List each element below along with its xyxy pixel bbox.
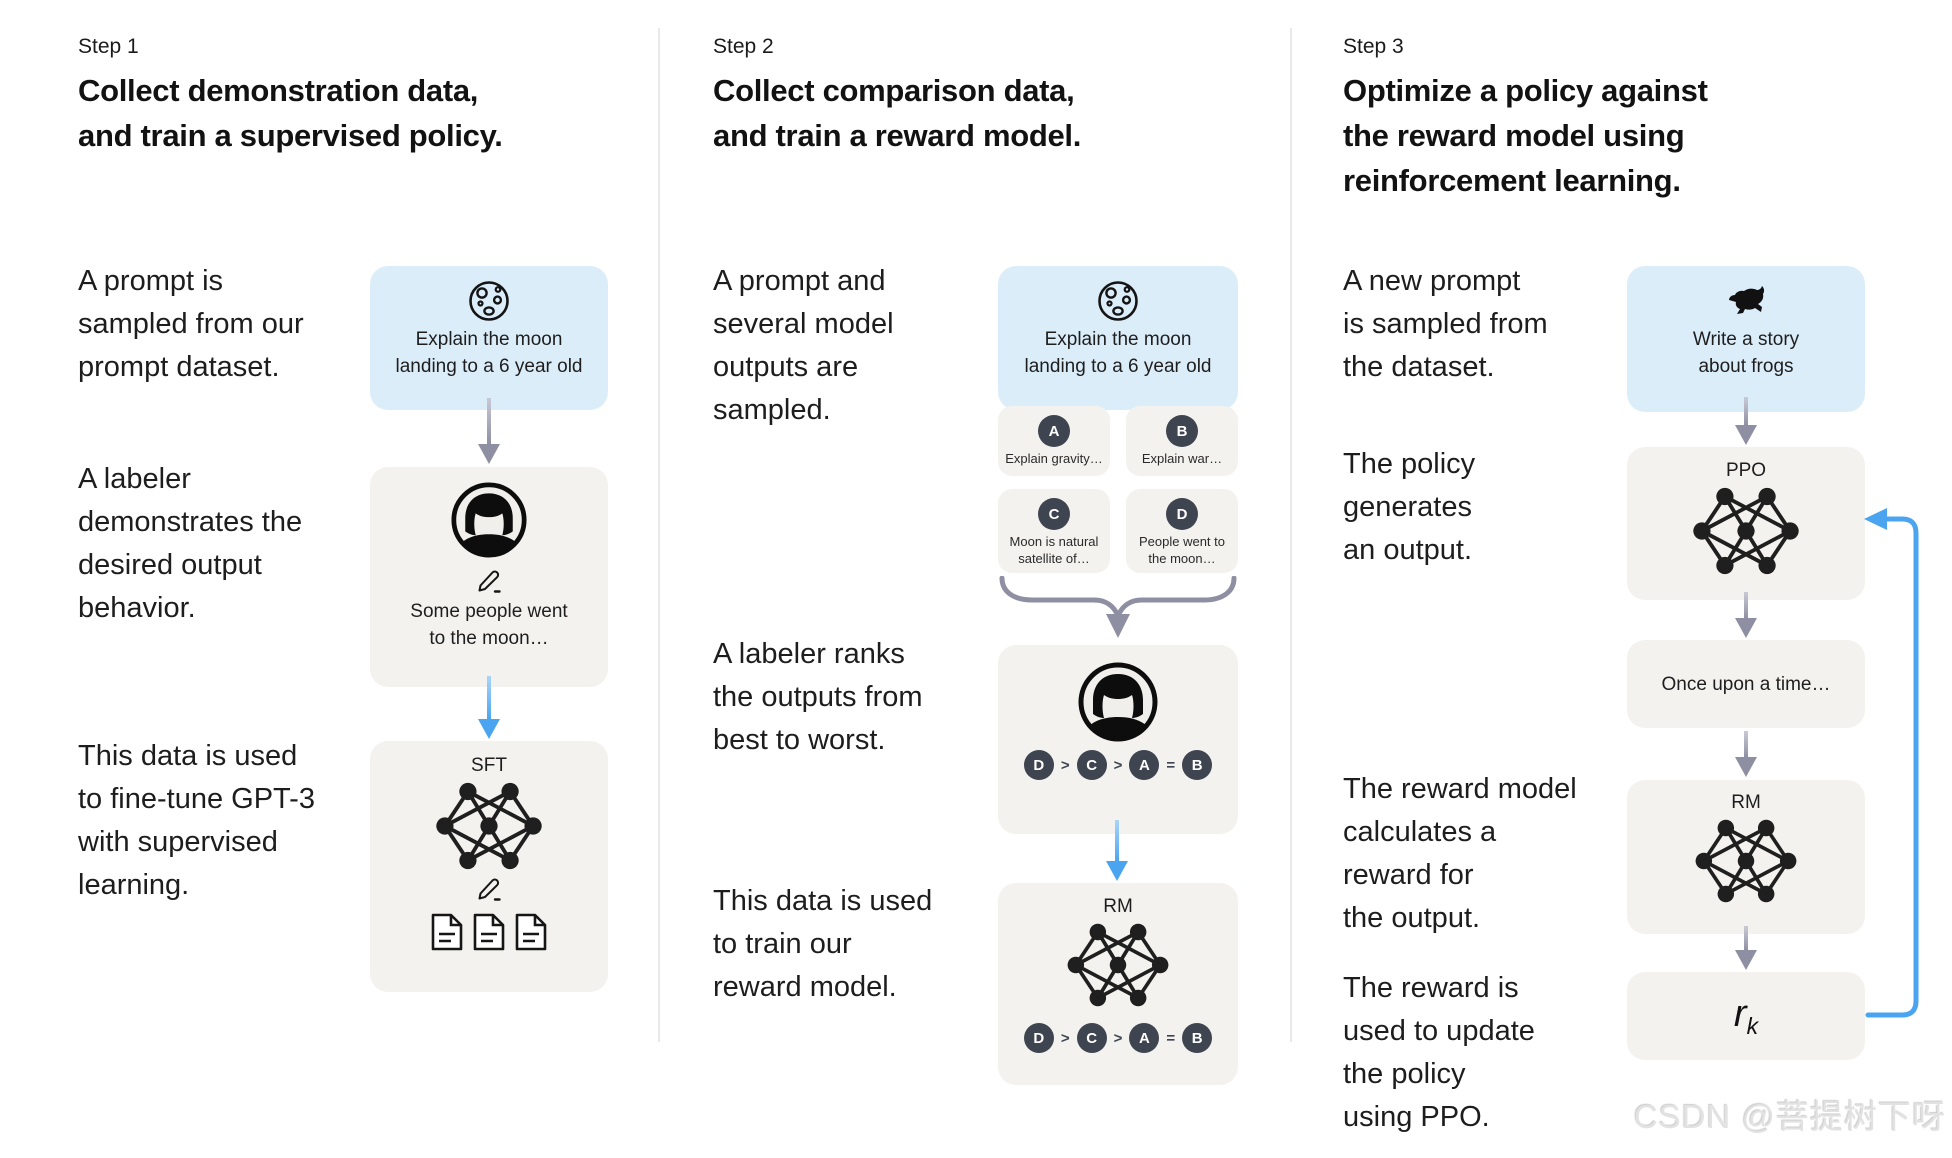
labeler-avatar-icon (1078, 662, 1158, 742)
arrow-down-icon (478, 398, 500, 464)
watermark: CSDN @菩提树下呀 (1633, 1098, 1946, 1135)
labeler-ranking-box: D > C > A = B (998, 645, 1238, 834)
output-cell-d: D People went to the moon… (1126, 489, 1238, 573)
annotation: The reward model calculates a reward for… (1343, 773, 1577, 934)
rank-operator: > (1060, 1029, 1070, 1047)
moon-icon (1098, 281, 1138, 321)
output-text: Explain war… (1141, 451, 1223, 466)
output-cell-b: B Explain war… (1126, 406, 1238, 476)
ranking-row: D > C > A = B (1023, 750, 1213, 780)
rank-operator: > (1113, 756, 1123, 774)
annotation: This data is used to fine-tune GPT-3 wit… (78, 740, 315, 901)
output-text: Once upon a time… (1661, 673, 1831, 695)
ranking-row: D > C > A = B (1023, 1023, 1213, 1053)
document-icon (431, 913, 463, 951)
labeler-box: Some people went to the moon… (370, 467, 608, 687)
arrow-down-icon (1735, 592, 1757, 638)
neural-network-icon (1693, 487, 1799, 575)
reward-model-box: RM (1627, 780, 1865, 934)
annotation: The policy generates an output. (1343, 448, 1476, 566)
labeler-avatar-icon (451, 482, 527, 558)
annotation: This data is used to train our reward mo… (713, 885, 933, 1003)
prompt-box: Explain the moon landing to a 6 year old (370, 266, 608, 410)
rank-operator: > (1113, 1029, 1123, 1047)
rank-letter: A (1129, 750, 1160, 780)
ppo-policy-box: PPO (1627, 447, 1865, 600)
output-letter: B (1166, 415, 1198, 447)
output-letter: C (1038, 498, 1070, 530)
pencil-icon (478, 878, 501, 901)
document-icon (515, 913, 547, 951)
document-icon (473, 913, 505, 951)
step-label: Step 1 (78, 35, 139, 58)
moon-icon (469, 281, 509, 321)
output-letter: A (1038, 415, 1070, 447)
rank-letter: D (1023, 750, 1054, 780)
neural-network-icon (1067, 923, 1169, 1007)
rank-letter: A (1129, 1023, 1160, 1053)
prompt-box: Write a story about frogs (1627, 266, 1865, 412)
demonstration-text: Some people went to the moon… (410, 601, 568, 649)
neural-network-icon (1695, 819, 1797, 903)
prompt-text: Explain the moon landing to a 6 year old (1024, 329, 1212, 377)
step-label: Step 3 (1343, 35, 1404, 58)
output-cell-c: C Moon is natural satellite of… (998, 489, 1110, 573)
prompt-text: Explain the moon landing to a 6 year old (395, 329, 583, 377)
policy-output-box: Once upon a time… (1627, 640, 1865, 728)
output-cell-a: A Explain gravity… (998, 406, 1110, 476)
annotation: A new prompt is sampled from the dataset… (1343, 265, 1548, 383)
output-letter: D (1166, 498, 1198, 530)
step-label: Step 2 (713, 35, 774, 58)
neural-network-icon (436, 782, 542, 870)
annotation: A labeler ranks the outputs from best to… (713, 638, 923, 756)
pencil-icon (478, 570, 501, 593)
rank-operator: = (1166, 1029, 1176, 1047)
model-label: RM (1731, 792, 1761, 813)
annotation: A prompt is sampled from our prompt data… (78, 265, 304, 383)
arrow-down-icon (1735, 731, 1757, 777)
rank-letter: C (1076, 1023, 1107, 1053)
arrow-down-icon (1735, 926, 1757, 970)
rank-letter: B (1182, 750, 1213, 780)
documents-row (430, 912, 548, 952)
annotation: A labeler demonstrates the desired outpu… (78, 463, 303, 624)
reward-symbol: rk (1733, 992, 1759, 1039)
output-text: Moon is natural satellite of… (1009, 534, 1099, 566)
model-label: RM (1103, 896, 1133, 917)
output-text: People went to the moon… (1138, 534, 1225, 566)
rank-letter: D (1023, 1023, 1054, 1053)
arrow-down-icon (478, 676, 500, 739)
feedback-loop-arrow-icon (1864, 508, 1919, 1018)
step-title: Optimize a policy against the reward mod… (1343, 73, 1708, 198)
brace-merge-arrow-icon (999, 576, 1237, 638)
rank-letter: B (1182, 1023, 1213, 1053)
prompt-text: Write a story about frogs (1692, 329, 1800, 377)
rank-operator: > (1060, 756, 1070, 774)
reward-model-box: RM D > C > A (998, 883, 1238, 1085)
rank-letter: C (1076, 750, 1107, 780)
sft-model-box: SFT (370, 741, 608, 992)
prompt-box: Explain the moon landing to a 6 year old (998, 266, 1238, 410)
output-text: Explain gravity… (1005, 451, 1103, 466)
annotation: The reward is used to update the policy … (1343, 972, 1535, 1133)
rank-operator: = (1166, 756, 1176, 774)
frog-icon (1729, 286, 1765, 314)
column-divider (658, 28, 660, 1042)
arrow-down-icon (1106, 820, 1128, 881)
annotation: A prompt and several model outputs are s… (713, 265, 894, 426)
step-title: Collect demonstration data, and train a … (78, 73, 503, 153)
arrow-down-icon (1735, 397, 1757, 445)
model-label: SFT (471, 755, 507, 776)
step-title: Collect comparison data, and train a rew… (713, 73, 1082, 153)
column-divider (1290, 28, 1292, 1042)
reward-value-box: rk (1627, 972, 1865, 1060)
model-label: PPO (1725, 460, 1767, 481)
